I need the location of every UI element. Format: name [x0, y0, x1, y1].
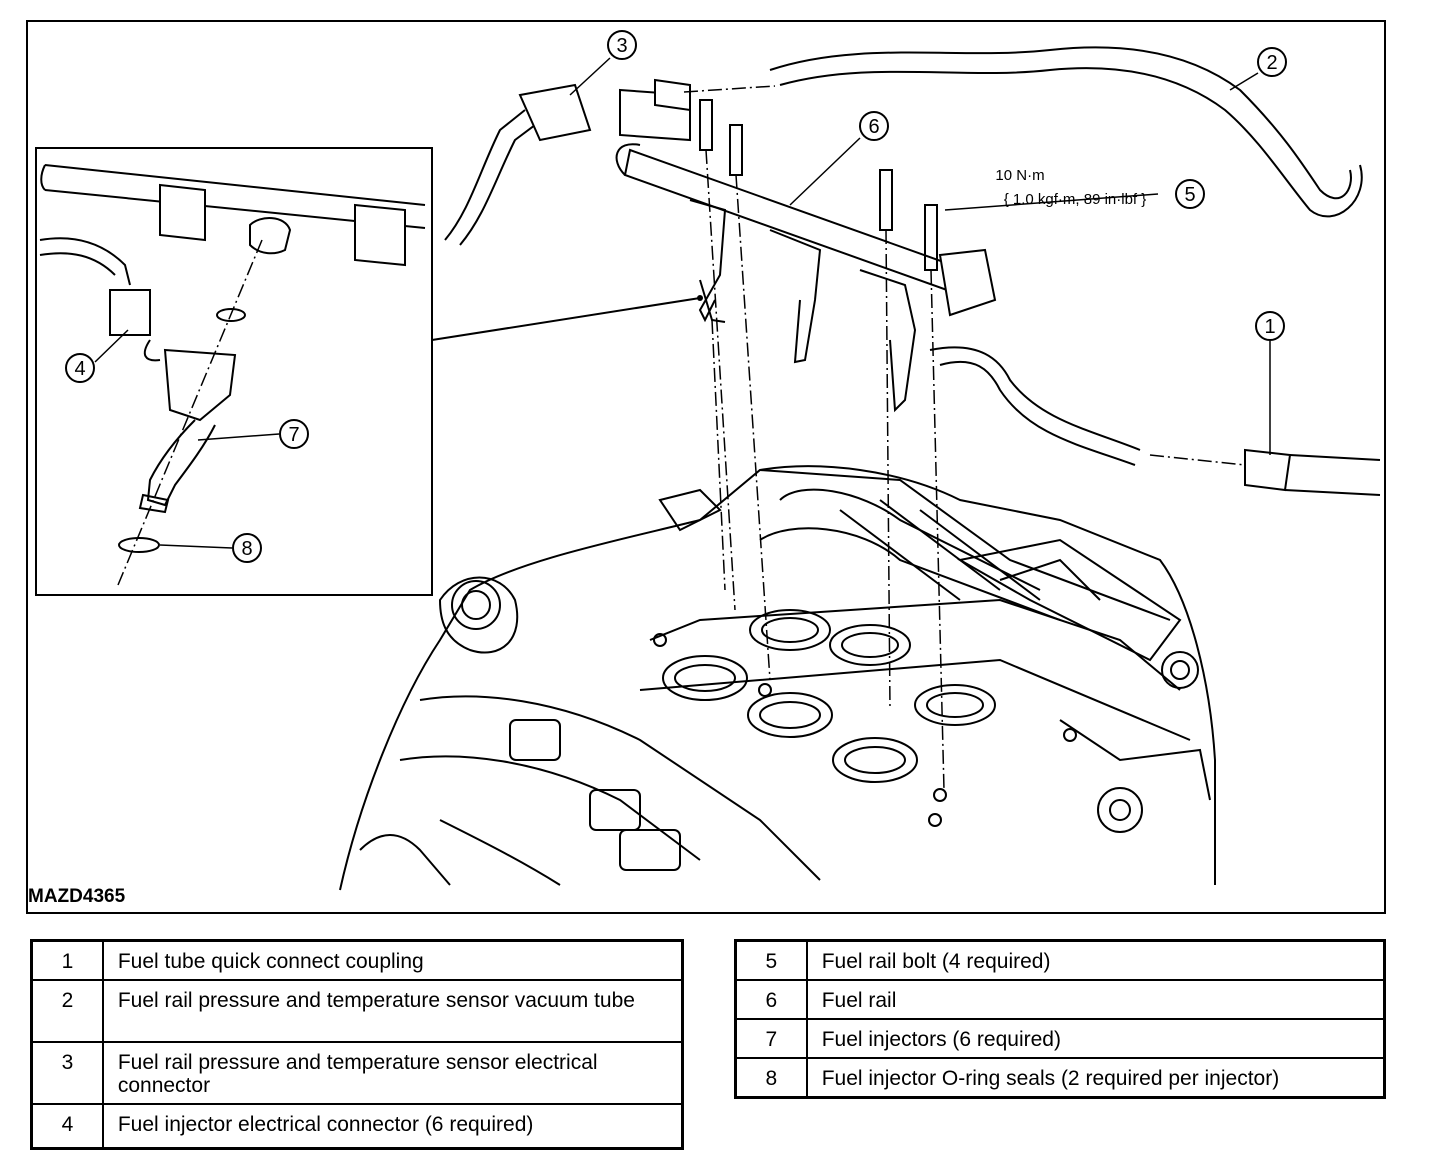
rail-bolt: [924, 204, 938, 271]
legend-row: 3 Fuel rail pressure and temperature sen…: [30, 1041, 684, 1105]
callout-8: 8: [232, 533, 262, 563]
torque-spec-line1: 10 N·m: [995, 167, 1044, 184]
callout-2-label: 2: [1266, 52, 1277, 74]
legend-description: Fuel injectors (6 required): [805, 1018, 1386, 1059]
legend-number: 5: [734, 939, 808, 981]
fuel-rail-assembly: [444, 46, 1381, 496]
callout-1: 1: [1255, 311, 1285, 341]
callout-6-label: 6: [868, 116, 879, 138]
legend-description: Fuel injector O-ring seals (2 required p…: [805, 1057, 1386, 1099]
legend-table-left: 1 Fuel tube quick connect coupling 2 Fue…: [30, 939, 684, 1150]
rail-bolt: [879, 169, 893, 231]
engine-illustration: [339, 465, 1216, 891]
legend-row: 8 Fuel injector O-ring seals (2 required…: [734, 1057, 1386, 1099]
legend-description: Fuel rail pressure and temperature senso…: [101, 1041, 684, 1105]
legend-number: 2: [30, 979, 104, 1043]
inset-detail-drawing: [39, 164, 426, 553]
legend-description: Fuel rail: [805, 979, 1386, 1020]
callout-leaders: [94, 57, 1271, 549]
callout-3: 3: [607, 30, 637, 60]
inset-leader: [431, 297, 701, 341]
legend-number: 7: [734, 1018, 808, 1059]
legend-row: 7 Fuel injectors (6 required): [734, 1018, 1386, 1059]
callout-4: 4: [65, 353, 95, 383]
legend-row: 6 Fuel rail: [734, 979, 1386, 1020]
legend-number: 8: [734, 1057, 808, 1099]
legend-row: 4 Fuel injector electrical connector (6 …: [30, 1103, 684, 1149]
exploded-diagram: 1 2 3 4 5 6 7 8 10 N·m { 1.0 kgf·m, 89 i…: [26, 20, 1386, 914]
callout-3-label: 3: [616, 35, 627, 57]
rail-bolt: [699, 99, 713, 151]
callout-7-label: 7: [288, 424, 299, 446]
legend-number: 1: [30, 939, 104, 981]
callout-5-label: 5: [1184, 184, 1195, 206]
callout-4-label: 4: [74, 358, 85, 380]
legend-row: 1 Fuel tube quick connect coupling: [30, 939, 684, 981]
legend-description: Fuel rail pressure and temperature senso…: [101, 979, 684, 1043]
diagram-frame: [26, 20, 1386, 914]
inset-alignment-line: [117, 239, 263, 586]
callout-1-label: 1: [1264, 316, 1275, 338]
legend-row: 2 Fuel rail pressure and temperature sen…: [30, 979, 684, 1043]
torque-spec-line2: { 1.0 kgf·m, 89 in·lbf }: [1004, 191, 1147, 208]
figure-id-label: MAZD4365: [28, 886, 126, 907]
legend-number: 4: [30, 1103, 104, 1149]
callout-7: 7: [279, 419, 309, 449]
legend-description: Fuel injector electrical connector (6 re…: [101, 1103, 684, 1149]
legend-row: 5 Fuel rail bolt (4 required): [734, 939, 1386, 981]
legend-number: 3: [30, 1041, 104, 1105]
legend-number: 6: [734, 979, 808, 1020]
legend-description: Fuel tube quick connect coupling: [101, 939, 684, 981]
legend-description: Fuel rail bolt (4 required): [805, 939, 1386, 981]
rail-injector: [689, 199, 727, 323]
rail-bolt: [729, 124, 743, 176]
legend-table-right: 5 Fuel rail bolt (4 required) 6 Fuel rai…: [734, 939, 1386, 1099]
callout-8-label: 8: [241, 538, 252, 560]
rail-injector: [769, 229, 822, 364]
callout-6: 6: [859, 111, 889, 141]
rail-injector: [859, 269, 917, 413]
alignment-lines: [683, 85, 1246, 791]
callout-2: 2: [1257, 47, 1287, 77]
callout-5: 5: [1175, 179, 1205, 209]
